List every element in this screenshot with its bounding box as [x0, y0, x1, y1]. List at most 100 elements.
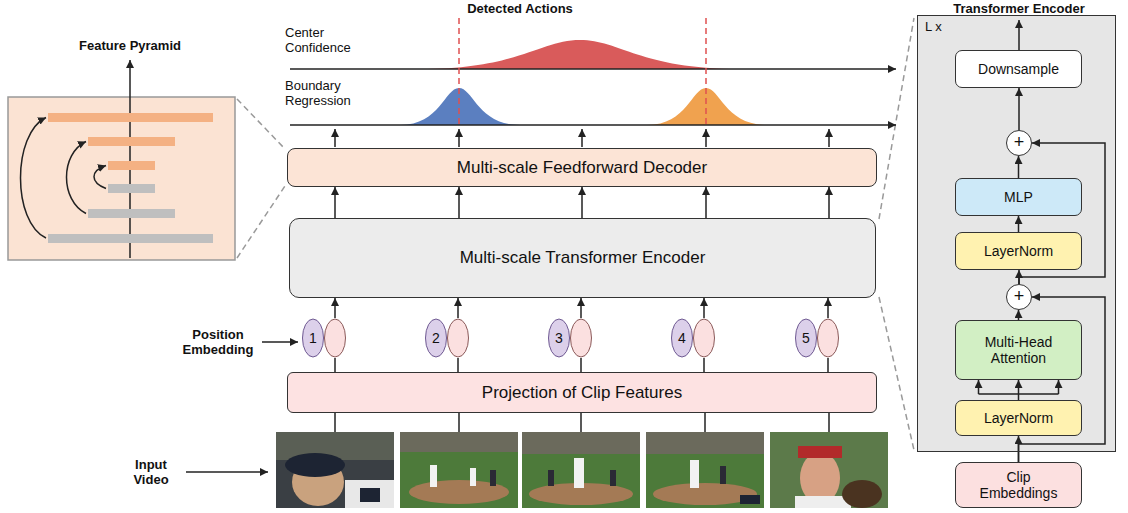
end-curve — [647, 88, 767, 125]
sum-circle: + — [1006, 284, 1032, 310]
connector — [334, 298, 336, 318]
connector — [457, 358, 459, 372]
axis — [290, 68, 896, 70]
position-embedding: 4 — [671, 318, 715, 358]
feature-ellipse — [818, 319, 839, 357]
sum-symbol: + — [1014, 133, 1025, 151]
frame-bg — [522, 432, 640, 508]
connector — [703, 358, 705, 372]
axis — [290, 124, 896, 126]
frame-detail — [400, 432, 518, 452]
axis-label: Center Confidence — [285, 25, 370, 55]
connector — [827, 298, 829, 318]
frame-line — [828, 413, 830, 432]
feature-ellipse — [325, 319, 346, 357]
connector — [1018, 156, 1020, 178]
callout-number: 4 — [671, 318, 693, 358]
projection-box: Projection of Clip Features — [287, 372, 877, 413]
connector — [580, 358, 582, 372]
pyramid-panel — [8, 97, 235, 260]
frame-detail — [490, 470, 496, 486]
callout-number: 3 — [548, 318, 570, 358]
index-ellipse — [549, 319, 570, 357]
process-box: MLP — [955, 178, 1082, 216]
index-ellipse — [303, 319, 324, 357]
index-ellipse — [426, 319, 447, 357]
zoom-line — [237, 99, 285, 149]
frame-detail — [842, 480, 882, 508]
frame-detail — [430, 465, 437, 487]
box-label: Multi-scale Transformer Encoder — [460, 248, 706, 268]
output-arrow — [334, 129, 336, 147]
position-embedding: 5 — [795, 318, 839, 358]
zoom-line — [879, 18, 914, 219]
video-frame — [400, 432, 518, 508]
zoom-line — [237, 186, 285, 258]
output-arrow — [581, 129, 583, 147]
zoom-line — [879, 297, 914, 450]
process-box: LayerNorm — [955, 232, 1082, 270]
frame-detail — [574, 458, 584, 488]
section-title: Feature Pyramid — [40, 38, 220, 53]
decoder-box: Multi-scale Feedforward Decoder — [287, 148, 877, 187]
connector — [705, 187, 707, 218]
connector — [1018, 310, 1020, 320]
sum-circle: + — [1006, 130, 1032, 156]
process-box: LayerNorm — [955, 400, 1082, 436]
skip-arrow — [21, 118, 47, 239]
frame-line — [704, 413, 706, 432]
frame-detail — [720, 466, 726, 484]
index-ellipse — [672, 319, 693, 357]
frame-detail — [276, 432, 394, 460]
box-label: MLP — [1004, 189, 1033, 205]
feature-ellipse — [694, 319, 715, 357]
output-arrow — [458, 129, 460, 147]
pyramid-bar — [48, 113, 213, 122]
boundary-marker — [705, 18, 707, 125]
frame-bg — [400, 432, 518, 508]
section-title: Transformer Encoder — [934, 1, 1104, 16]
connector — [581, 187, 583, 218]
frame-detail — [522, 432, 640, 454]
frame-bg — [770, 432, 888, 508]
connector — [703, 298, 705, 318]
repeat-label: L x — [925, 20, 942, 35]
frame-detail — [470, 468, 476, 486]
side-label: Position Embedding — [176, 327, 260, 357]
frame-line — [334, 413, 336, 432]
connector — [457, 298, 459, 318]
callout-number: 2 — [425, 318, 447, 358]
box-label: LayerNorm — [984, 410, 1053, 426]
box-label: Multi-scale Feedforward Decoder — [457, 158, 707, 178]
encoder-box: Multi-scale Transformer Encoder — [289, 218, 876, 298]
frame-bg — [276, 432, 394, 508]
index-ellipse — [796, 319, 817, 357]
encoder-panel: L xDownsample+MLPLayerNorm+Multi-Head At… — [917, 15, 1116, 452]
axis-label: Boundary Regression — [285, 78, 370, 108]
box-label: Downsample — [978, 61, 1059, 77]
position-embedding: 1 — [302, 318, 346, 358]
embedding-ellipses — [425, 318, 469, 358]
output-arrow — [1018, 20, 1020, 50]
frame-bg — [646, 432, 764, 508]
embedding-ellipses — [302, 318, 346, 358]
pyramid-bar — [88, 209, 175, 218]
frame-detail — [740, 495, 760, 504]
start-curve — [400, 88, 520, 125]
skip-arrow — [94, 166, 106, 189]
connector-branch — [1018, 380, 1020, 394]
connector — [828, 187, 830, 218]
section-title: Detected Actions — [450, 1, 590, 16]
frame-line — [580, 413, 582, 432]
callout-number: 1 — [302, 318, 324, 358]
frame-detail — [345, 480, 394, 508]
connector — [580, 298, 582, 318]
pyramid-bar — [108, 184, 155, 193]
position-embedding: 2 — [425, 318, 469, 358]
center-curve — [420, 40, 740, 69]
connector-branch — [978, 380, 980, 394]
process-box: Downsample — [955, 50, 1082, 88]
video-frame — [646, 432, 764, 508]
feature-ellipse — [571, 319, 592, 357]
